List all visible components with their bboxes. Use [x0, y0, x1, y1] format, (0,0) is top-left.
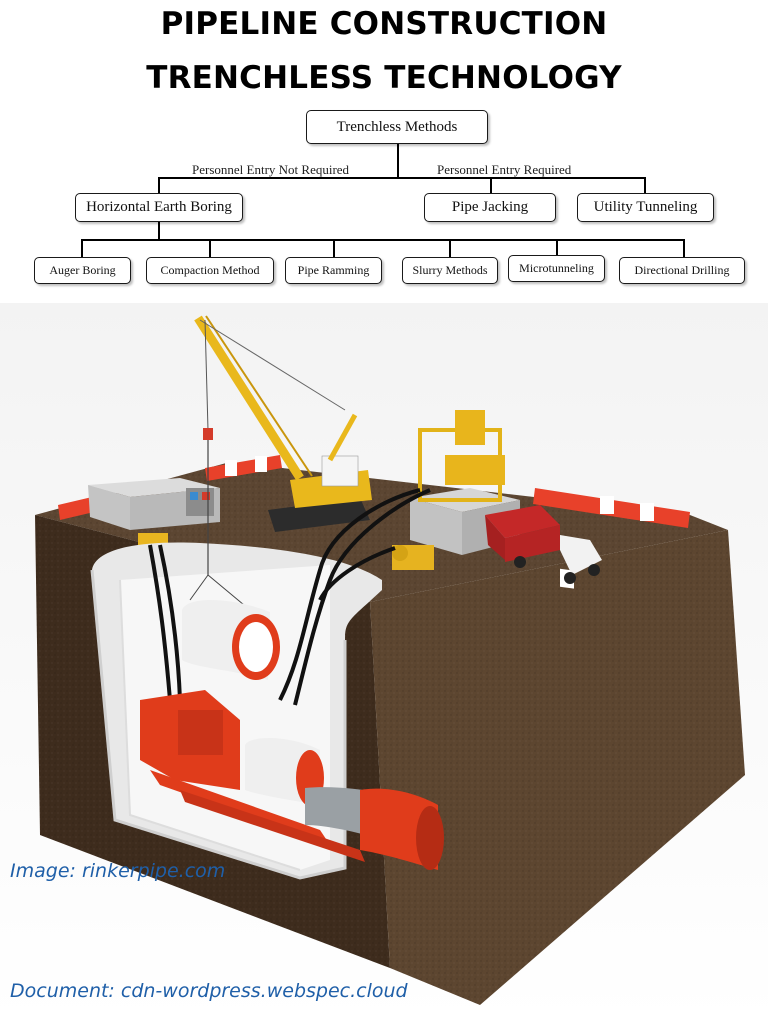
tree-node-horizontal-earth-boring: Horizontal Earth Boring — [75, 193, 243, 222]
dump-truck — [485, 505, 602, 584]
document-credit: Document: cdn-wordpress.webspec.cloud — [10, 980, 408, 1002]
storage-container — [88, 478, 220, 530]
title-line-1: PIPELINE CONSTRUCTION — [160, 6, 608, 42]
tree-leaf-slurry-methods: Slurry Methods — [402, 257, 498, 284]
tree-root-trenchless-methods: Trenchless Methods — [306, 110, 488, 144]
trenchless-construction-illustration — [0, 303, 768, 1024]
hanging-pipe — [182, 440, 280, 680]
branch-label-required: Personnel Entry Required — [437, 162, 572, 177]
tree-leaf-pipe-ramming: Pipe Ramming — [285, 257, 382, 284]
cables — [148, 488, 431, 706]
tree-node-utility-tunneling: Utility Tunneling — [577, 193, 714, 222]
title-line-2: TRENCHLESS TECHNOLOGY — [146, 60, 622, 96]
tree-leaf-directional-drilling: Directional Drilling — [619, 257, 745, 284]
tree-leaf-auger-boring: Auger Boring — [34, 257, 131, 284]
tree-leaf-compaction-method: Compaction Method — [146, 257, 274, 284]
pump-unit — [392, 545, 434, 570]
tree-leaf-microtunneling: Microtunneling — [508, 255, 605, 282]
image-credit: Image: rinkerpipe.com — [10, 860, 226, 882]
branch-label-not-required: Personnel Entry Not Required — [192, 162, 350, 177]
microtunnel-boring-machine — [305, 787, 444, 870]
crawler-crane — [194, 315, 372, 532]
jacking-frame — [140, 690, 365, 862]
tree-node-pipe-jacking: Pipe Jacking — [424, 193, 556, 222]
